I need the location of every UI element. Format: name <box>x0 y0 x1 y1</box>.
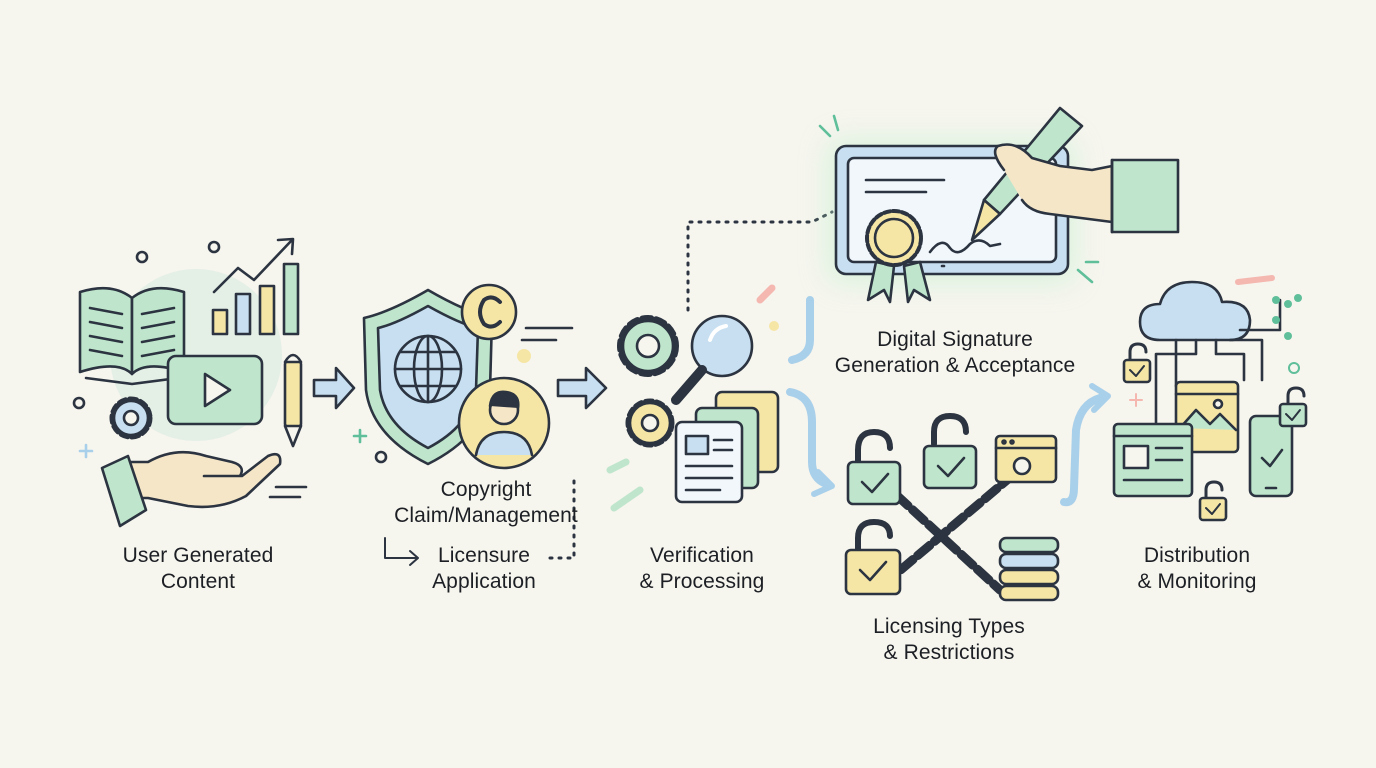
step-label-verification: Verification & Processing <box>612 543 792 595</box>
label-line: Licensure <box>438 544 530 567</box>
padlock-icon <box>1198 480 1228 522</box>
database-stack-icon <box>998 536 1060 602</box>
dotted-connector-signature <box>686 210 834 312</box>
signature-illustration <box>818 106 1180 304</box>
flow-arrow-2 <box>556 366 608 410</box>
pencil-icon <box>283 353 303 448</box>
curved-arrow-up <box>788 296 814 364</box>
gear-icon <box>109 396 153 440</box>
step-label-licensure: Licensure Application <box>404 543 564 595</box>
verification-illustration <box>606 284 780 512</box>
padlock-icon <box>922 413 978 490</box>
curved-arrow-down <box>786 388 830 488</box>
label-line: User Generated <box>122 544 274 567</box>
label-line: Generation & Acceptance <box>834 354 1076 377</box>
licensure-sub-arrow <box>384 537 419 566</box>
curved-arrow-distribution <box>1060 394 1104 507</box>
step-label-copyright: Copyright Claim/Management <box>356 477 616 529</box>
step-label-digital-signature: Digital Signature Generation & Acceptanc… <box>810 327 1100 379</box>
fountain-pen-hand-icon <box>970 106 1180 242</box>
step-label-licensing-types: Licensing Types & Restrictions <box>839 614 1059 666</box>
label-line: & Processing <box>639 570 765 593</box>
monitor-icon <box>1112 422 1194 498</box>
cloud-icon <box>1138 280 1252 342</box>
label-line: & Restrictions <box>883 641 1015 664</box>
step-label-distribution: Distribution & Monitoring <box>1107 543 1287 595</box>
open-book-icon <box>78 286 186 386</box>
label-line: Verification <box>650 544 754 567</box>
padlock-icon <box>1278 386 1308 428</box>
video-play-icon <box>166 354 264 426</box>
bar-chart-growth-icon <box>211 237 300 336</box>
label-line: Copyright <box>440 478 532 501</box>
licensing-illustration <box>844 413 1060 602</box>
award-seal-icon <box>865 209 932 304</box>
padlock-icon <box>846 429 902 506</box>
label-line: & Monitoring <box>1137 570 1257 593</box>
gears-icon <box>617 315 679 448</box>
user-avatar-icon <box>457 376 551 470</box>
label-line: Claim/Management <box>394 504 578 527</box>
licensure-dotted-connector <box>548 474 576 560</box>
copyright-illustration <box>352 283 574 470</box>
padlock-icon <box>1122 342 1152 384</box>
label-line: Application <box>432 570 536 593</box>
flow-arrow-1 <box>312 366 356 410</box>
label-line: Distribution <box>1143 544 1251 567</box>
padlock-icon <box>844 519 902 596</box>
smartphone-icon <box>1248 414 1294 498</box>
copyright-icon <box>460 283 518 341</box>
document-stack-icon <box>674 390 780 504</box>
distribution-illustration <box>1112 275 1308 522</box>
label-line: Licensing Types <box>873 615 1025 638</box>
step-label-user-generated-content: User Generated Content <box>98 543 298 595</box>
ugc-illustration <box>72 237 308 528</box>
label-line: Content <box>160 570 236 593</box>
magnifier-icon <box>671 314 754 405</box>
label-line: Digital Signature <box>877 328 1033 351</box>
open-hand-icon <box>100 450 282 528</box>
